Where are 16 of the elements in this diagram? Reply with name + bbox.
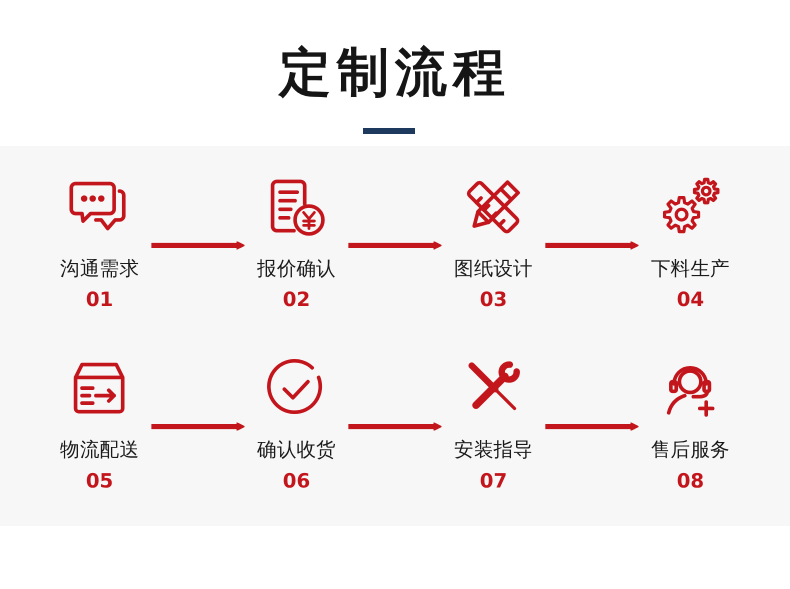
title: 定制流程 — [279, 42, 511, 104]
arrow — [348, 422, 442, 432]
node-text: 图纸设计 03 — [454, 257, 533, 312]
node-text: 下料生产 04 — [651, 257, 730, 312]
arrow — [545, 240, 640, 250]
arrow — [545, 422, 640, 432]
node-text: 沟通需求 01 — [60, 257, 139, 312]
arrow — [348, 240, 442, 250]
arrow — [151, 422, 246, 432]
node-text: 报价确认 02 — [257, 257, 336, 312]
content-panel: 沟通需求 01 报价确认 02 图纸设计 03 下料生产 04 物流配送 05 确认收货 06 安装指导 07 售后服务 08 — [0, 146, 790, 526]
node-text: 确认收货 06 — [257, 438, 336, 493]
node-text: 物流配送 05 — [60, 438, 139, 493]
arrow — [151, 240, 246, 250]
node-text: 安装指导 07 — [454, 438, 533, 493]
node-text: 售后服务 08 — [651, 438, 730, 493]
